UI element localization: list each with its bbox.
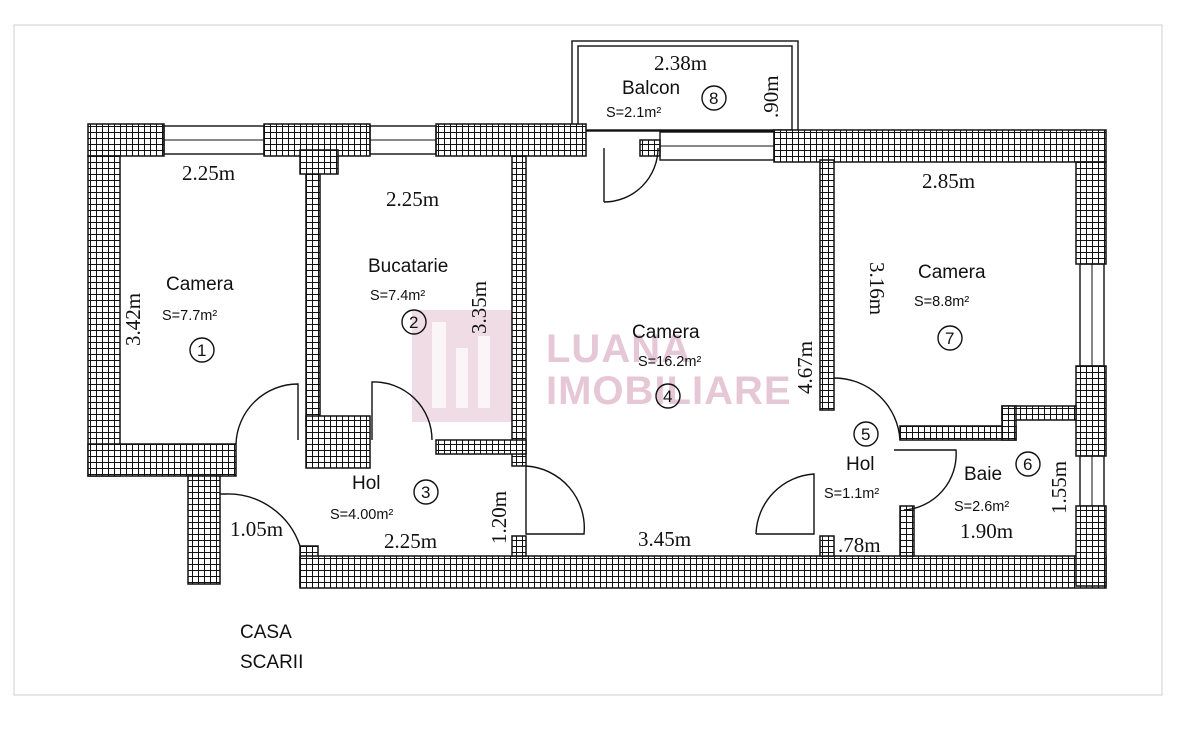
dim-room7-width: 2.85m [922,169,975,193]
room-1-area: S=7.7m² [162,308,217,324]
room-7-name: Camera [918,262,986,283]
dim-room2-height: 3.35m [467,281,491,334]
dim-room7-height: 3.16m [865,262,889,315]
room-5-name: Hol [846,454,875,475]
page-border [13,24,1163,696]
room-1: Camera S=7.7m² 1 [162,274,234,363]
dim-entry-width: 1.05m [230,517,283,541]
watermark-line2: IMOBILIARE [546,369,792,413]
room-1-number: 1 [197,341,206,360]
room-4-area: S=16.2m² [638,354,701,370]
balcony [571,40,799,132]
room-4-name: Camera [632,322,700,343]
room-6-area: S=2.6m² [954,499,1009,515]
dim-room5-width: .78m [838,533,881,557]
room-3-number: 3 [421,483,430,502]
watermark-line1: LUANA [546,327,691,371]
stairwell-line1: CASA [240,622,292,643]
room-2-number: 2 [409,313,418,332]
dim-room4-width: 3.45m [638,527,691,551]
room-2-area: S=7.4m² [370,288,425,304]
room-8-name: Balcon [622,78,680,99]
doors [220,147,957,547]
room-8: Balcon 8 S=2.1m² [606,78,727,121]
watermark: LUANA IMOBILIARE [412,310,792,422]
room-7-number: 7 [945,329,954,348]
dim-room3-height: 1.20m [487,491,511,544]
stairwell-line2: SCARII [240,652,303,673]
room-8-area: S=2.1m² [606,105,661,121]
room-1-name: Camera [166,274,234,295]
room-7: Camera S=8.8m² 7 [914,262,986,351]
room-8-number: 8 [709,89,718,108]
room-5-number: 5 [861,425,870,444]
stairwell-label: CASA SCARII [240,622,303,673]
dim-room1-height: 3.42m [121,293,145,346]
room-2: Bucatarie S=7.4m² 2 [368,256,448,335]
room-3: Hol S=4.00m² 3 [330,473,439,523]
room-4: Camera S=16.2m² 4 [632,322,701,409]
room-6-name: Baie [964,464,1002,485]
room-3-name: Hol [352,473,381,494]
dim-balcony-height: .90m [759,75,783,118]
room-3-area: S=4.00m² [330,507,393,523]
dimensions: 2.25m 3.42m 2.25m 3.35m 2.25m 1.20m 1.05… [121,51,1071,557]
room-6: Baie 6 S=2.6m² [954,451,1041,515]
room-5-area: S=1.1m² [824,486,879,502]
dim-balcony-width: 2.38m [654,51,707,75]
room-7-area: S=8.8m² [914,294,969,310]
dim-room4-height: 4.67m [793,341,817,394]
walls [87,123,1107,589]
dim-room3-width: 2.25m [384,529,437,553]
room-5: 5 Hol S=1.1m² [824,421,879,502]
dim-room1-width: 2.25m [182,161,235,185]
room-2-name: Bucatarie [368,256,448,277]
room-4-number: 4 [663,387,672,406]
dim-room6-height: 1.55m [1047,461,1071,514]
room-6-number: 6 [1023,455,1032,474]
dim-room6-width: 1.90m [960,519,1013,543]
dim-room2-width: 2.25m [386,187,439,211]
